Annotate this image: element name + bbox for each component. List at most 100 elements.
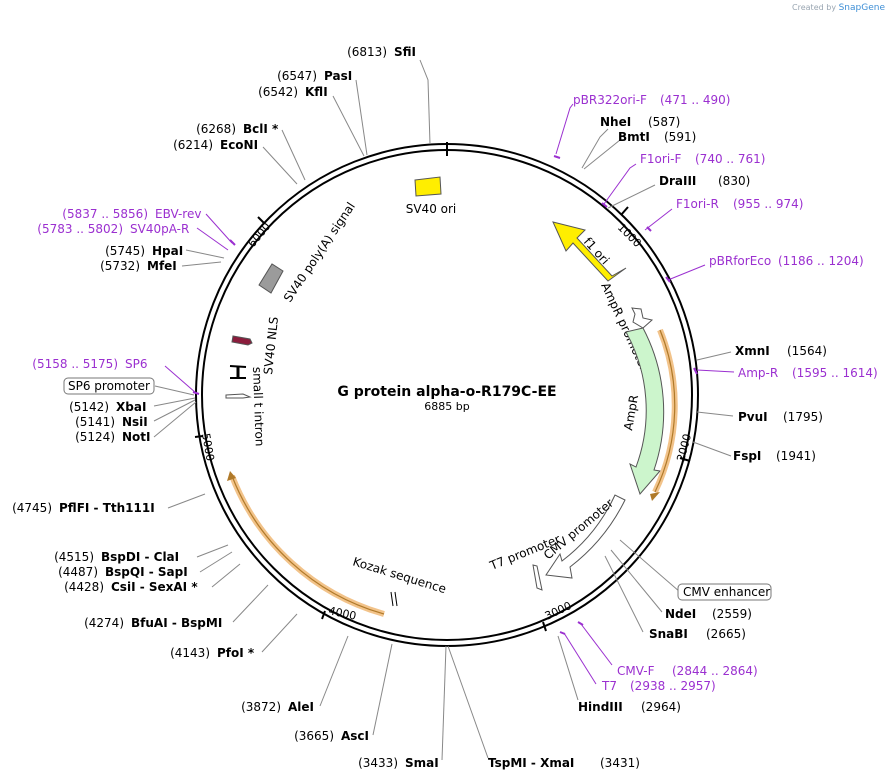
primer-mark-t7 (559, 631, 566, 635)
label-xbai-pos: (5142) (69, 400, 109, 414)
leader-sp6-promoter (154, 385, 195, 396)
label-pbrforeco-name: pBRforEco (709, 254, 771, 268)
leader-snabi (604, 555, 644, 633)
label-xbai: (5142) XbaI (69, 400, 146, 414)
label-csii-sexai: (4428) CsiI - SexAI * (64, 580, 198, 594)
label-ndei-name: NdeI (665, 607, 696, 621)
label-ndei-pos: (2559) (712, 607, 752, 621)
leader-mfei (181, 261, 222, 267)
label-f1ori-r: F1ori-R (955 .. 974) (676, 197, 803, 211)
label-snabi-name: SnaBI (649, 627, 688, 641)
plasmid-length: 6885 bp (424, 400, 469, 413)
label-csii-sexai-name: CsiI - SexAI * (111, 580, 198, 594)
sv40-nls-feature (231, 335, 253, 346)
label-pbr322ori-f-name: pBR322ori-F (573, 93, 647, 107)
label-draiii-pos: (830) (718, 174, 750, 188)
label-f1ori-f: F1ori-F (740 .. 761) (640, 152, 765, 166)
leader-amp-r (696, 369, 735, 373)
label-pfoi: (4143) PfoI * (170, 646, 255, 660)
leader-bfuai (232, 584, 269, 623)
label-noti: (5124) NotI (75, 430, 150, 444)
sp6-promoter-box (63, 377, 155, 395)
leader-sp6 (164, 365, 197, 394)
leader-noti (153, 401, 197, 438)
leader-hindiii (557, 635, 579, 701)
label-smai: (3433) SmaI (358, 756, 439, 770)
label-sfii-pos: (6813) (347, 45, 387, 59)
small-t-intron-label: small t intron (250, 367, 267, 447)
label-sp6-name: SP6 (125, 357, 148, 371)
label-t7: T7 (2938 .. 2957) (601, 679, 716, 693)
label-pflfi-tth111i: (4745) PflFI - Tth111I (12, 501, 155, 515)
sv40-nls-label: SV40 NLS (261, 316, 281, 375)
leader-alei (319, 635, 349, 707)
label-pflfi-tth111i-name: PflFI - Tth111I (59, 501, 155, 515)
leader-pbr322ori-f (555, 103, 574, 155)
right-labels: pBR322ori-F (471 .. 490) NheI (587) BmtI… (488, 93, 878, 770)
label-asci: (3665) AscI (294, 729, 369, 743)
label-sv40pa-r-name: SV40pA-R (130, 222, 189, 236)
label-noti-name: NotI (122, 430, 151, 444)
label-sp6-promoter: SP6 promoter (63, 377, 155, 395)
primer-mark-amp-r (693, 367, 698, 375)
label-pfoi-name: PfoI * (217, 646, 255, 660)
leader-bcli (281, 129, 306, 181)
leader-asci (372, 643, 393, 736)
kozak-mark-1 (390, 591, 394, 607)
label-cmv-f: CMV-F (2844 .. 2864) (617, 664, 758, 678)
leader-pfoi (261, 613, 298, 653)
label-draiii-name: DraIII (659, 174, 696, 188)
label-sv40pa-r-pos: (5783 .. 5802) (37, 222, 123, 236)
label-draiii: DraIII (830) (659, 174, 750, 188)
label-bspdi-clai: (4515) BspDI - ClaI (54, 550, 179, 564)
label-fspi: FspI (1941) (733, 449, 816, 463)
label-fspi-name: FspI (733, 449, 761, 463)
label-sfii-name: SfiI (394, 45, 416, 59)
label-bspqi-sapi-pos: (4487) (58, 565, 98, 579)
tick-6000-mark (257, 216, 265, 224)
leader-pflfi (167, 493, 206, 509)
label-kfli-name: KflI (305, 85, 328, 99)
label-f1ori-f-name: F1ori-F (640, 152, 681, 166)
tick-4000: 4000 (327, 604, 357, 623)
primer-mark-pbr322ori-f (553, 155, 561, 159)
leader-smai (441, 645, 447, 761)
leader-fspi (692, 441, 732, 457)
tick-2000: 2000 (674, 432, 694, 462)
label-pasi-name: PasI (324, 69, 352, 83)
label-f1ori-r-name: F1ori-R (676, 197, 719, 211)
label-nhei-name: NheI (600, 115, 631, 129)
tick-4000-mark (321, 610, 326, 620)
label-bcli-pos: (6268) (196, 122, 236, 136)
primer-mark-ebv-rev (229, 239, 236, 246)
label-bspqi-sapi-name: BspQI - SapI (105, 565, 188, 579)
leader-cmv-enhancer (619, 539, 681, 593)
sv40-ori-feature (414, 176, 442, 197)
label-alei-name: AleI (288, 700, 314, 714)
leader-draiii (607, 184, 656, 209)
label-sv40pa-r: (5783 .. 5802) SV40pA-R (37, 222, 189, 236)
label-pbr322ori-f: pBR322ori-F (471 .. 490) (573, 93, 730, 107)
label-sfii: (6813) SfiI (347, 45, 416, 59)
label-snabi: SnaBI (2665) (649, 627, 746, 641)
tick-1000: 1000 (615, 221, 644, 250)
label-tspmi-xmai-pos: (3431) (600, 756, 640, 770)
leader-pbrforeco (667, 264, 706, 281)
leader-f1ori-f (603, 163, 637, 205)
label-ndei: NdeI (2559) (665, 607, 752, 621)
label-amp-r-name: Amp-R (738, 366, 778, 380)
label-pvui: PvuI (1795) (738, 410, 823, 424)
label-sp6-promoter-name: SP6 promoter (68, 379, 150, 393)
label-ebv-rev: (5837 .. 5856) EBV-rev (62, 207, 201, 221)
label-bfuai-bspmi-pos: (4274) (84, 616, 124, 630)
tick-2000-mark (679, 457, 691, 462)
label-nhei: NheI (587) (600, 115, 680, 129)
leader-pasi (355, 79, 368, 156)
label-xmni-pos: (1564) (787, 344, 827, 358)
label-mfei-name: MfeI (147, 259, 177, 273)
primer-mark-sp6 (192, 391, 200, 395)
label-mfei: (5732) MfeI (100, 259, 177, 273)
label-econi-name: EcoNI (220, 138, 258, 152)
left-labels: (6813) SfiI (6547) PasI (6542) KflI (626… (12, 45, 439, 770)
label-cmv-f-name: CMV-F (617, 664, 655, 678)
